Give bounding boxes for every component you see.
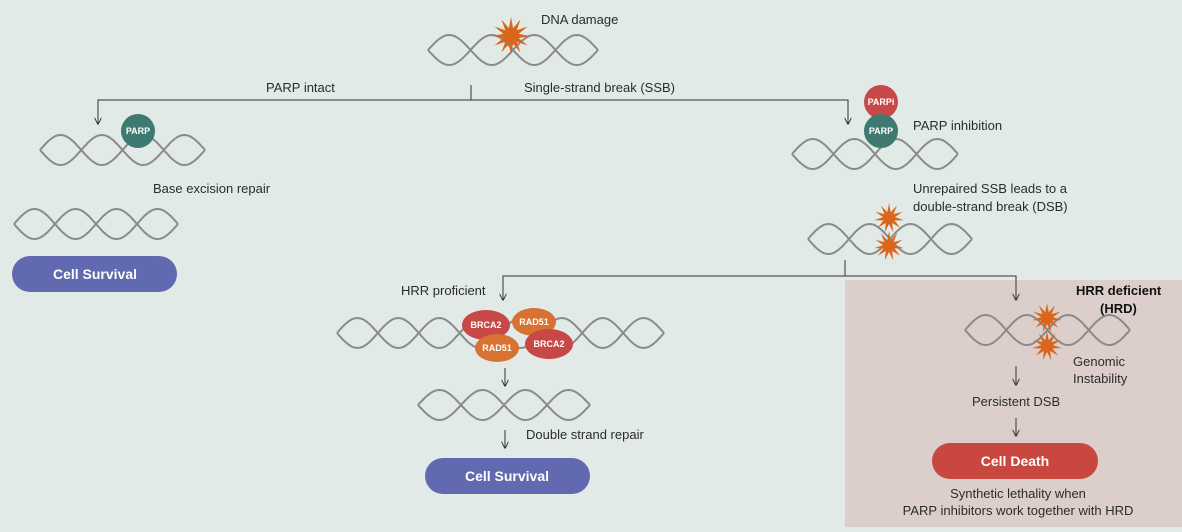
- rad51-molecule: [475, 334, 519, 362]
- persistent-dsb-label: Persistent DSB: [972, 394, 1060, 409]
- double-strand-repair-label: Double strand repair: [526, 427, 644, 442]
- ssb-label: Single-strand break (SSB): [524, 80, 675, 95]
- dna-strand: [39, 133, 206, 167]
- base-excision-repair-label: Base excision repair: [153, 181, 271, 196]
- parp-molecule-right: [864, 114, 898, 148]
- brca2-label: BRCA2: [533, 339, 564, 349]
- dna-strand: [964, 313, 1131, 347]
- dna-strand: [13, 207, 179, 241]
- cell-survival-center-text: Cell Survival: [465, 468, 549, 484]
- parp-label-right: PARP: [869, 126, 893, 136]
- rad51-label: RAD51: [519, 317, 549, 327]
- parp-intact-label: PARP intact: [266, 80, 335, 95]
- parp-label-left: PARP: [126, 126, 150, 136]
- rad51-label: RAD51: [482, 343, 512, 353]
- parp-hrd-label: PARP inhibitors work together with HRD: [903, 503, 1134, 518]
- brca2-molecule: [462, 310, 510, 340]
- hrr-proficient-label: HRR proficient: [401, 283, 486, 298]
- parpi-molecule: [864, 85, 898, 119]
- cell-death-text: Cell Death: [981, 453, 1049, 469]
- cell-survival-left-text: Cell Survival: [53, 266, 137, 282]
- cell-survival-center-pill: [425, 458, 590, 494]
- parp-molecule-left: [121, 114, 155, 148]
- dna-damage-label: DNA damage: [541, 12, 618, 27]
- dna-strand: [427, 33, 599, 67]
- brca2-label: BRCA2: [470, 320, 501, 330]
- damage-star-icon: [874, 203, 904, 233]
- damage-star-icon: [492, 17, 530, 55]
- parp-inhibition-label: PARP inhibition: [913, 118, 1002, 133]
- damage-star-icon: [874, 231, 904, 261]
- unrepaired-ssb-label: Unrepaired SSB leads to a: [913, 181, 1068, 196]
- damage-star-icon: [1032, 331, 1062, 361]
- hrd-label: (HRD): [1100, 301, 1137, 316]
- brca2-molecule: [525, 329, 573, 359]
- hrr-deficient-label: HRR deficient: [1076, 283, 1162, 298]
- synthetic-lethality-label: Synthetic lethality when: [950, 486, 1086, 501]
- instability-label: Instability: [1073, 371, 1128, 386]
- cell-death-pill: [932, 443, 1098, 479]
- cell-survival-left-pill: [12, 256, 177, 292]
- parpi-label: PARPi: [868, 97, 895, 107]
- dna-strand: [417, 388, 591, 422]
- dsb-label: double-strand break (DSB): [913, 199, 1068, 214]
- damage-star-icon: [1032, 303, 1062, 333]
- dna-strand: [791, 137, 959, 171]
- genomic-label: Genomic: [1073, 354, 1126, 369]
- rad51-molecule: [512, 308, 556, 336]
- connector-lines: [98, 85, 1016, 448]
